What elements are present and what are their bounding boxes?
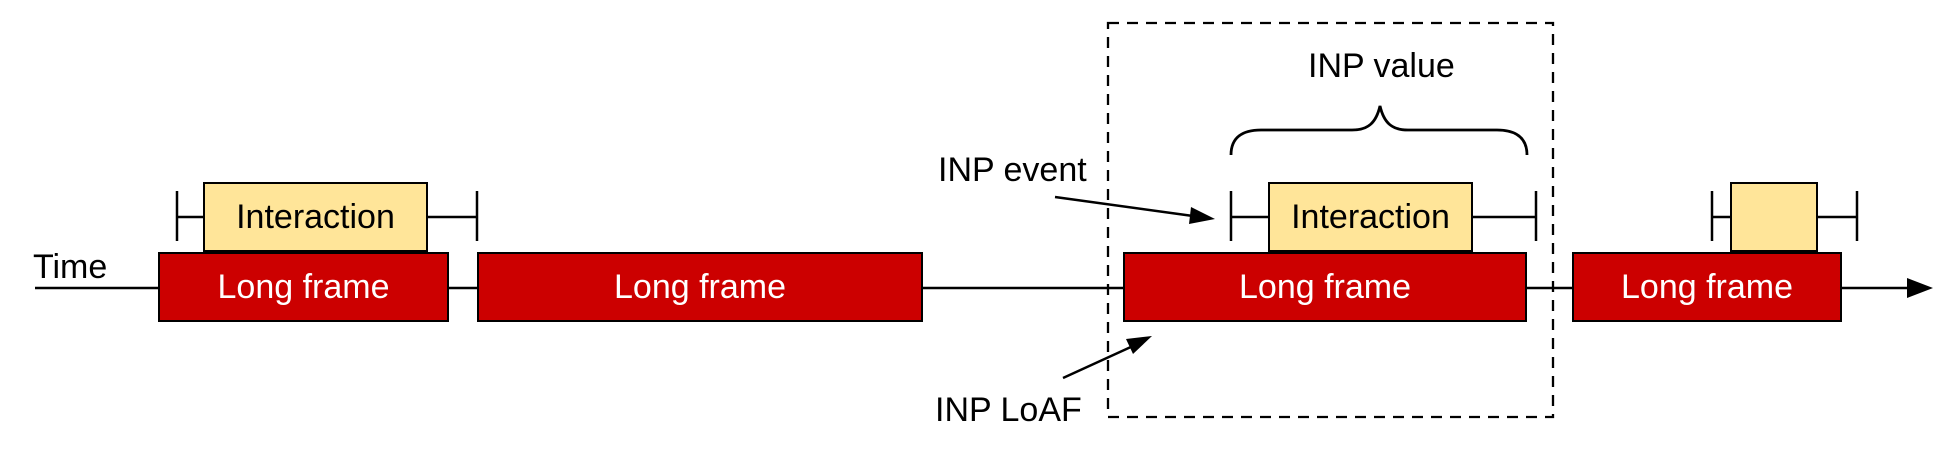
interaction-box: Interaction — [203, 182, 428, 252]
inp-value-brace — [1229, 105, 1529, 156]
timeline-arrowhead-icon — [1907, 278, 1933, 298]
long-frame-label: Long frame — [1621, 268, 1793, 306]
inp-event-label: INP event — [938, 151, 1087, 189]
long-frame-box: Long frame — [1123, 252, 1527, 322]
interaction-label: Interaction — [1291, 198, 1450, 236]
long-frame-box: Long frame — [1572, 252, 1842, 322]
inp-loaf-arrowhead-icon — [1126, 336, 1152, 354]
interaction-box: Interaction — [1268, 182, 1473, 252]
inp-event-arrowhead-icon — [1189, 207, 1215, 224]
time-axis-label: Time — [33, 248, 108, 286]
inp-value-label: INP value — [1308, 47, 1455, 85]
long-frame-label: Long frame — [614, 268, 786, 306]
interaction-box — [1730, 182, 1818, 252]
long-frame-box: Long frame — [477, 252, 923, 322]
long-frame-label: Long frame — [217, 268, 390, 306]
interaction-label: Interaction — [236, 198, 395, 236]
inp-loaf-arrow — [1062, 344, 1134, 380]
long-frame-label: Long frame — [1239, 268, 1411, 306]
inp-loaf-label: INP LoAF — [935, 391, 1082, 429]
inp-event-arrow — [1054, 195, 1194, 218]
long-frame-box: Long frame — [158, 252, 449, 322]
